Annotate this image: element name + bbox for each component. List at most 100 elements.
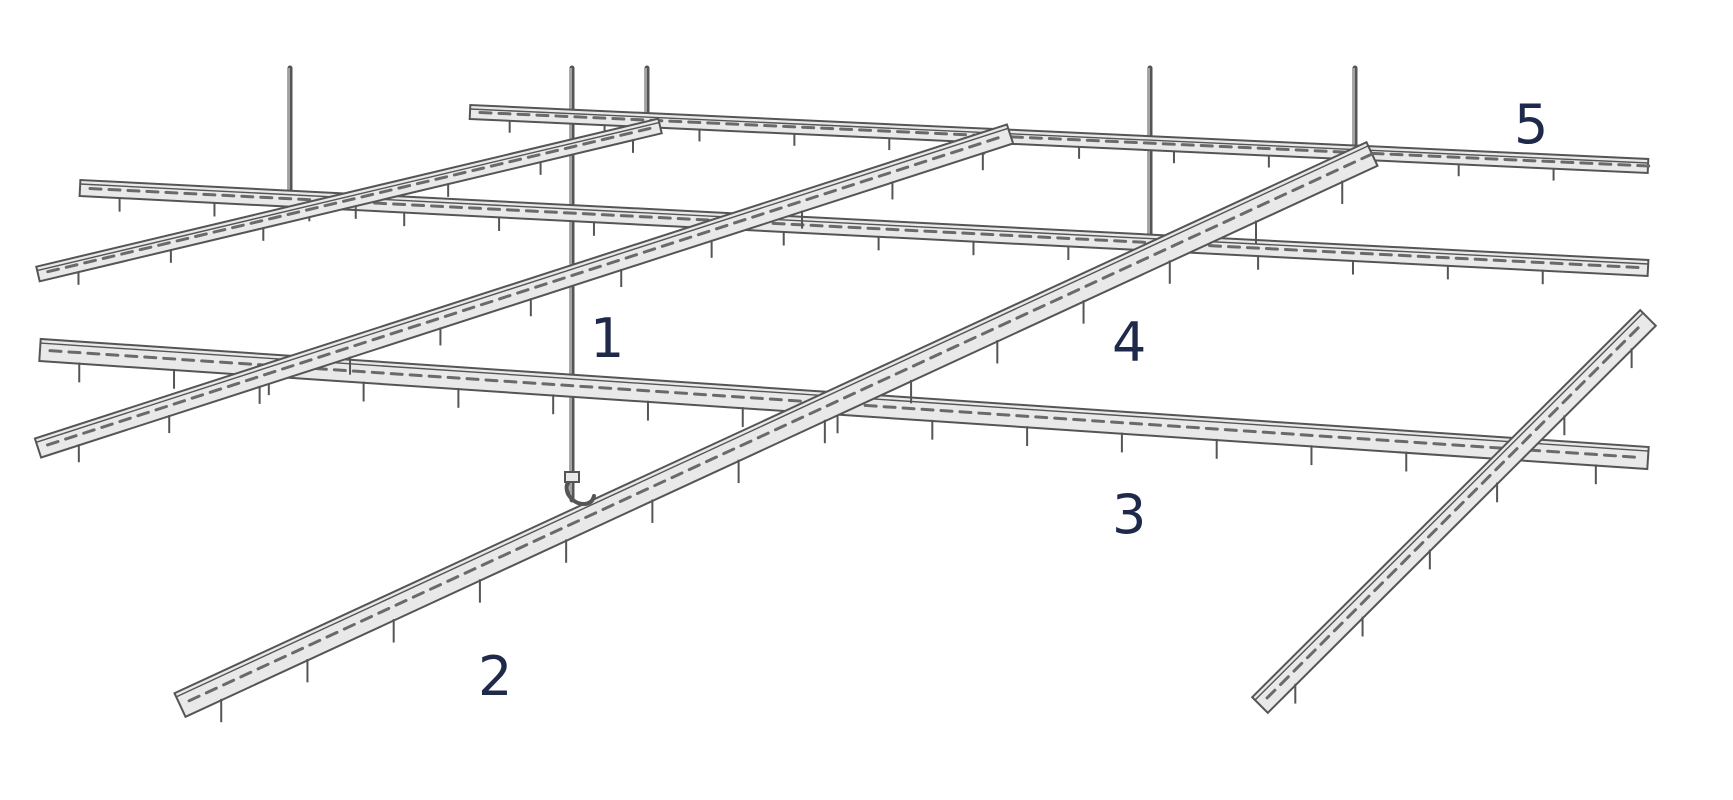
slot xyxy=(1360,152,1374,161)
profile-flange-line xyxy=(37,121,660,272)
slot xyxy=(1129,421,1144,426)
slot xyxy=(863,403,878,408)
slot xyxy=(341,197,356,203)
slot xyxy=(695,217,710,222)
slot xyxy=(1337,435,1352,440)
slot xyxy=(1378,252,1393,257)
slot xyxy=(841,183,856,190)
slot xyxy=(1453,500,1465,512)
clip-block xyxy=(564,471,580,483)
slot xyxy=(653,479,667,488)
grid-profile-6 xyxy=(173,140,1379,723)
slot xyxy=(1028,136,1043,140)
slot xyxy=(534,282,548,289)
slot xyxy=(567,519,580,527)
slot xyxy=(360,192,375,199)
slot xyxy=(524,209,539,213)
slot xyxy=(221,193,236,198)
slot xyxy=(1413,440,1428,445)
slot xyxy=(1094,238,1109,242)
slot xyxy=(305,206,319,212)
profile-flange-line xyxy=(1254,312,1644,701)
slot xyxy=(479,299,494,307)
slot xyxy=(317,352,331,359)
slot xyxy=(805,194,819,202)
slot xyxy=(1075,237,1090,241)
slot xyxy=(808,407,822,416)
slot xyxy=(124,354,139,359)
slot xyxy=(570,270,584,278)
slot xyxy=(820,126,835,131)
slot xyxy=(1503,157,1518,162)
slot xyxy=(1375,438,1390,443)
slot xyxy=(617,387,632,392)
slot xyxy=(1223,428,1238,432)
slot xyxy=(522,381,537,385)
slot xyxy=(143,355,158,360)
slot xyxy=(273,654,287,663)
slot xyxy=(1056,236,1071,240)
slot xyxy=(172,399,187,406)
slot xyxy=(1199,144,1214,148)
slot xyxy=(749,396,764,401)
slot xyxy=(107,187,122,192)
slot xyxy=(478,110,493,115)
slot xyxy=(588,264,602,272)
slot xyxy=(877,375,891,384)
clip-hook xyxy=(564,476,596,507)
slot xyxy=(101,254,116,260)
slot xyxy=(1484,157,1499,161)
slot xyxy=(722,447,736,456)
slot xyxy=(1292,661,1304,673)
profile-slots xyxy=(46,136,1000,463)
slot xyxy=(877,129,892,133)
slot xyxy=(611,117,626,121)
slot xyxy=(1009,135,1024,139)
slot xyxy=(373,201,388,206)
slot xyxy=(154,405,168,412)
slot xyxy=(463,567,477,575)
slot xyxy=(1283,248,1298,252)
slot xyxy=(157,241,171,247)
slot xyxy=(1136,256,1150,264)
slot xyxy=(1530,260,1545,265)
slot xyxy=(668,119,683,124)
slot xyxy=(377,606,391,615)
slot xyxy=(471,166,486,173)
hanger-clip xyxy=(564,471,596,507)
slot xyxy=(1541,159,1556,164)
slot xyxy=(508,157,523,164)
slot xyxy=(600,213,615,217)
slot xyxy=(323,201,338,208)
slot xyxy=(1305,648,1317,660)
slot xyxy=(1239,208,1253,217)
slot xyxy=(286,210,301,217)
slot xyxy=(1113,239,1128,243)
slot xyxy=(952,132,967,137)
slot xyxy=(787,398,802,403)
callout-label-5: 5 xyxy=(1514,93,1549,156)
slot xyxy=(1274,192,1288,201)
slot xyxy=(202,192,217,197)
slot xyxy=(408,373,423,378)
slot xyxy=(642,247,657,254)
slot xyxy=(1104,139,1119,144)
slot xyxy=(392,202,407,207)
slot xyxy=(239,670,253,679)
slot xyxy=(1015,414,1030,418)
profile-slots xyxy=(187,152,1374,723)
slot xyxy=(711,393,726,398)
slot xyxy=(1522,158,1537,163)
slot xyxy=(532,535,546,543)
slot xyxy=(498,294,512,301)
slot xyxy=(674,391,689,395)
slot xyxy=(360,614,374,623)
slot xyxy=(249,219,264,225)
slot xyxy=(894,367,908,376)
slot xyxy=(670,471,684,480)
slot xyxy=(606,258,620,266)
slot xyxy=(980,232,995,237)
slot xyxy=(164,190,179,195)
slot xyxy=(768,397,783,402)
slot xyxy=(549,527,563,535)
